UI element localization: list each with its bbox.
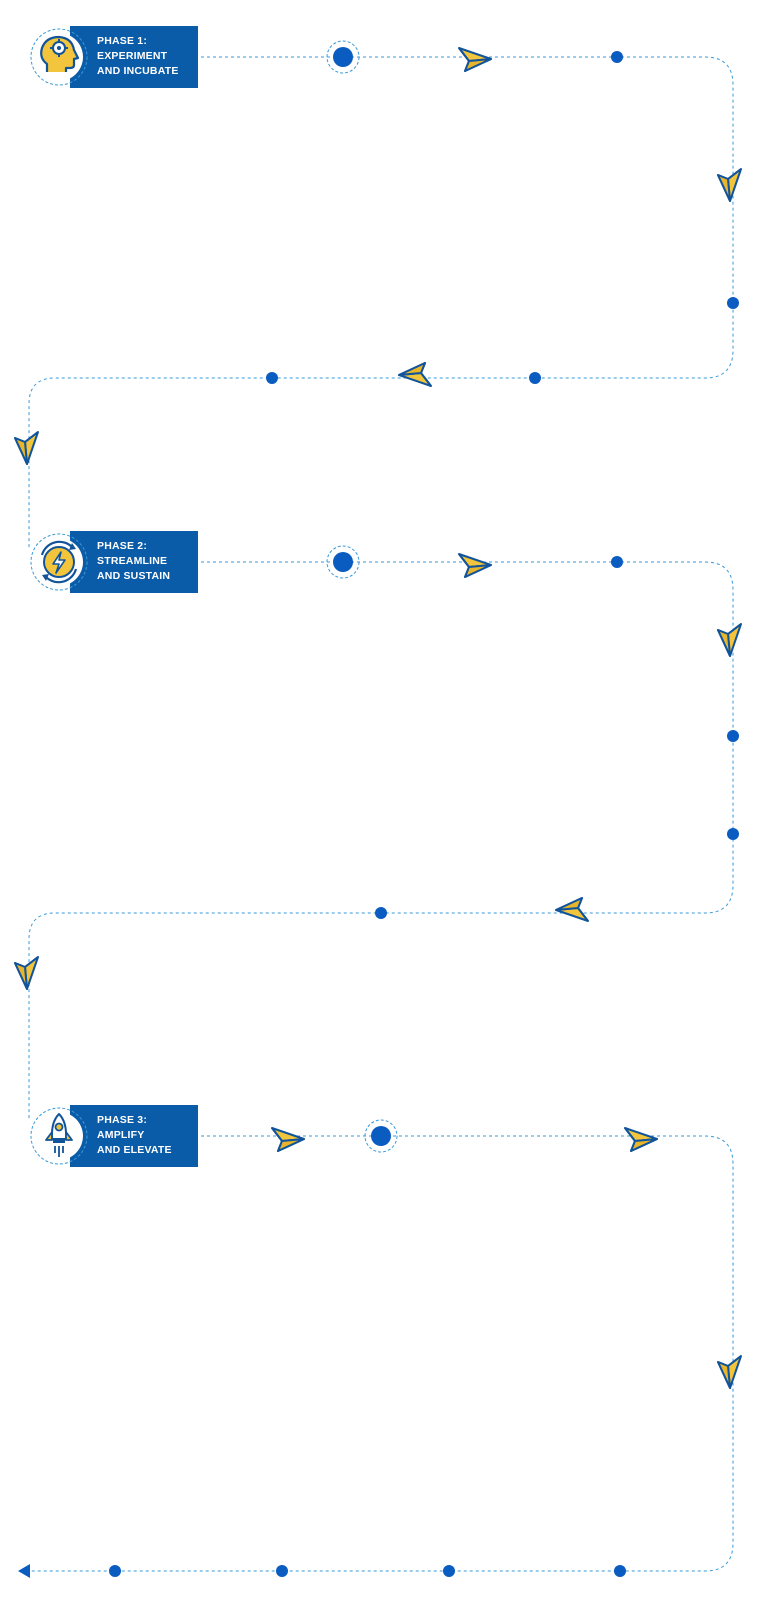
path-dot [266,372,278,384]
phase-2-title: PHASE 2: [97,540,148,552]
path-dot [109,1565,121,1577]
path-dot [727,297,739,309]
paper-plane-icon [398,362,432,387]
head-gear-icon [30,28,88,86]
paper-plane-icon [458,553,492,578]
path-dot [727,828,739,840]
paper-plane-icon [271,1127,305,1152]
phase-1-line2: AND INCUBATE [97,65,179,77]
paper-plane-icon [624,1127,658,1152]
phase-1-line1: EXPERIMENT [97,50,168,62]
large-node [326,545,360,579]
cycle-lightning-icon [30,533,88,591]
phase-3-line2: AND ELEVATE [97,1144,172,1156]
path-dot [443,1565,455,1577]
phase-3-line1: AMPLIFY [97,1129,145,1141]
phase-3-title: PHASE 3: [97,1114,148,1126]
path-dot [727,730,739,742]
path-dot [611,51,623,63]
phase-2-line1: STREAMLINE [97,555,168,567]
paper-plane-icon [717,1355,742,1389]
roadmap-path [25,56,734,1572]
path-dot [276,1565,288,1577]
large-node [326,40,360,74]
path-dot [614,1565,626,1577]
paper-plane-icon [458,47,492,72]
rocket-icon [30,1107,88,1165]
phase-1-title: PHASE 1: [97,35,148,47]
paper-plane-icon [717,623,742,657]
path-dot [529,372,541,384]
paper-plane-icon [14,956,39,990]
large-node [364,1119,398,1153]
path-dot [375,907,387,919]
phase-2-line2: AND SUSTAIN [97,570,171,582]
phase-3-label: PHASE 3: AMPLIFY AND ELEVATE [70,1105,198,1167]
paper-plane-icon [555,897,589,922]
end-arrow-icon [18,1564,30,1578]
phase-1-label: PHASE 1: EXPERIMENT AND INCUBATE [70,26,198,88]
path-dot [611,556,623,568]
paper-plane-icon [717,168,742,202]
paper-plane-icon [14,431,39,465]
phase-2-label: PHASE 2: STREAMLINE AND SUSTAIN [70,531,198,593]
